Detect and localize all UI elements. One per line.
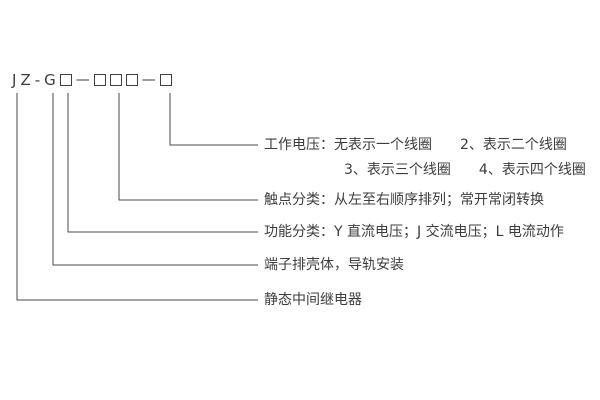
model-char-z: Z [20,71,31,89]
label-housing: 端子排壳体，导轨安装 [264,257,404,273]
model-box-contact-3 [125,74,138,86]
leader-line-contact [118,93,258,201]
leader-line-function [67,93,258,233]
model-box-function [59,74,72,86]
label-function-classification: 功能分类：Y 直流电压；J 交流电压；L 电流动作 [264,224,564,240]
model-code: J Z - G — — [12,70,172,90]
model-char-g: G [44,71,56,89]
model-char-hyphen: - [34,71,41,89]
leader-line-housing [52,93,258,266]
model-separator: — [75,72,90,88]
model-char-j: J [12,71,17,89]
model-box-voltage [159,74,172,86]
model-separator-2: — [141,72,156,88]
model-box-contact-2 [109,74,122,86]
label-working-voltage: 工作电压：无表示一个线圈 2、表示二个线圈 [264,137,567,153]
leader-line-product [16,93,258,301]
leader-line-working-voltage [169,93,258,146]
label-contact-classification: 触点分类：从左至右顺序排列；常开常闭转换 [264,192,544,208]
label-working-voltage-cont: 3、表示三个线圈 4、表示四个线圈 [344,162,586,178]
model-box-contact-1 [93,74,106,86]
label-product-name: 静态中间继电器 [264,292,362,308]
